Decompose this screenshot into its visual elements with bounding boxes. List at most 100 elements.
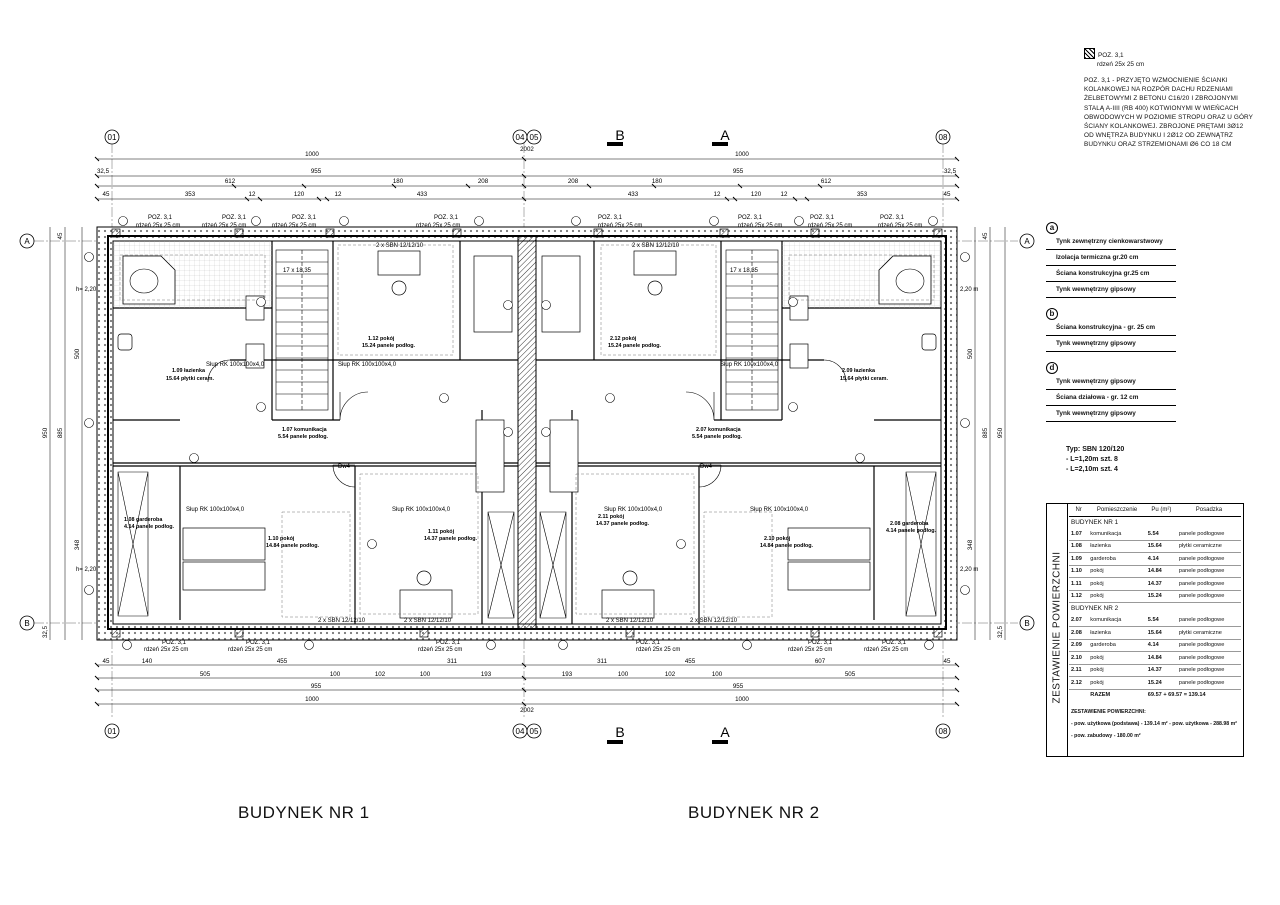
rdzen-label-2: rdzeń 25x 25 cm [202,223,246,229]
cell-floor: panele podłogowe [1176,664,1241,677]
core-b1-4 [452,228,462,238]
wall-marker-a-6 [709,216,719,226]
level-label-left: h= 2,20 m [76,287,103,293]
door-b1-3 [207,359,231,383]
room-area-b2-4: 14.37 panele podłog. [596,521,650,527]
room-label-b2-1: 2.12 pokój [610,336,637,342]
wall-marker-a-9 [84,252,94,262]
dim-bot-2002: 2002 [520,707,534,714]
washbasin-b2-b [789,343,809,369]
room-label-b2-2: 2.09 łazienka [842,368,876,374]
dim-top-1000-left: 1000 [305,151,319,158]
door-label-b2: Dw4 [700,464,713,470]
dim-top-433-right: 433 [628,191,639,198]
cell-floor: panele podłogowe [1176,528,1241,541]
dim-top-208-left: 208 [478,178,489,185]
slup-label-5: Słup RK 100x100x4,0 [604,507,663,513]
dim-bot-100b-left: 100 [420,671,431,678]
dim-top-325-left: 32,5 [97,168,110,175]
dim-top-353-left: 353 [185,191,196,198]
dim-top-12b-left: 12 [335,191,342,198]
dim-side-500-right: 500 [967,348,974,359]
rdzen-label-5: rdzeń 25x 25 cm [598,223,642,229]
door-b1-1 [339,391,369,421]
room-label-b2-6: 2.08 garderoba [890,521,929,527]
axis-label-a-right: A [1024,237,1030,246]
dim-top-612-right: 612 [821,178,832,185]
building-title-2: BUDYNEK NR 2 [688,803,820,822]
cell-room: komunikacja [1088,528,1146,541]
core-b2-3 [810,228,820,238]
dim-bot-100b-right: 100 [712,671,723,678]
col-header-nr: Nr [1069,504,1089,517]
layer-row: Ściana konstrukcyjna - gr. 25 cm [1046,320,1176,336]
wall-marker-d-9 [189,453,199,463]
cell-room: garderoba [1088,552,1146,566]
core-b2-1 [593,228,603,238]
bed-b2-top [541,255,581,333]
stairs-label-b1: 17 x 18,35 [283,268,312,274]
cell-area: 5.54 [1145,614,1177,627]
core-b2-7 [933,628,943,638]
toilet-b1 [117,333,133,351]
door-label-b1: Dw4 [338,464,351,470]
cell-room: pokój [1088,565,1146,578]
bed-b1-mid [475,419,505,493]
dim-top-45-right: 45 [944,191,951,198]
summary-line-1: - pow. użytkowa (podstawa) - 139.14 m² -… [1071,721,1237,727]
dim-side-500-left: 500 [74,348,81,359]
rdzen-label-14: rdzeń 25x 25 cm [864,647,908,653]
stairs-label-b2: 17 x 18,35 [730,268,759,274]
dim-top-120-left: 120 [294,191,305,198]
dim-side-950-left: 950 [42,427,49,438]
cell-nr: 2.07 [1069,614,1089,627]
axis-label-01-bottom: 01 [108,727,117,736]
slup-label-1: Słup RK 100x100x4,0 [206,362,265,368]
cell-floor: panele podłogowe [1176,651,1241,665]
axis-label-05-top: 05 [530,133,539,142]
dim-bot-505-left: 505 [200,671,211,678]
cell-area: 14.84 [1145,651,1177,665]
wall-marker-a-11 [84,585,94,595]
layer-key-d: d [1046,362,1058,374]
rdzen-label-11: rdzeń 25x 25 cm [418,647,462,653]
wall-marker-a-10 [84,418,94,428]
dim-side-348-left: 348 [74,539,81,550]
dim-top-120-right: 120 [751,191,762,198]
bed-b2-mid [549,419,579,493]
wall-marker-b-2 [541,300,551,310]
slup-label-4: Słup RK 100x100x4,0 [392,507,451,513]
cell-floor: panele podłogowe [1176,590,1241,603]
door-b1-2 [332,464,356,488]
room-label-b1-2: 1.12 pokój [368,336,395,342]
dim-bot-1000-left: 1000 [305,696,319,703]
cell-floor: panele podłogowe [1176,676,1241,690]
dim-side-348-right: 348 [967,539,974,550]
poz-label-7: POZ. 3,1 [810,215,835,221]
slup-label-7: Słup RK 100x100x4,0 [750,507,809,513]
wall-marker-a-13 [960,418,970,428]
door-b2-3 [823,359,847,383]
room-area-b1-1: 15.64 płytki ceram. [166,376,214,382]
wall-marker-a-19 [742,640,752,650]
group-title-b2: BUDYNEK NR 2 [1071,605,1119,613]
cell-area: 14.37 [1145,664,1177,677]
cell-room: łazienka [1088,540,1146,553]
sbn-label-6: 2 x SBN 12/12/10 [690,618,738,624]
core-b1-2 [234,228,244,238]
dim-bot-455-right: 455 [685,658,696,665]
table-side-title: ZESTAWIENIE POWIERZCHNI [1047,504,1068,756]
sbn-line-2: - L=2,10m szt. 4 [1066,466,1118,473]
poz-label-12: POZ. 3,1 [636,640,661,646]
wall-marker-a-17 [486,640,496,650]
dim-top-180-left: 180 [393,178,404,185]
rdzen-label-7: rdzeń 25x 25 cm [808,223,852,229]
washbasin-b1-b [245,343,265,369]
poz-label-13: POZ. 3,1 [808,640,833,646]
closet-b1 [487,511,515,619]
core-b2-5 [625,628,635,638]
cell-area: 14.37 [1145,577,1177,591]
dim-bot-955-left: 955 [311,683,322,690]
